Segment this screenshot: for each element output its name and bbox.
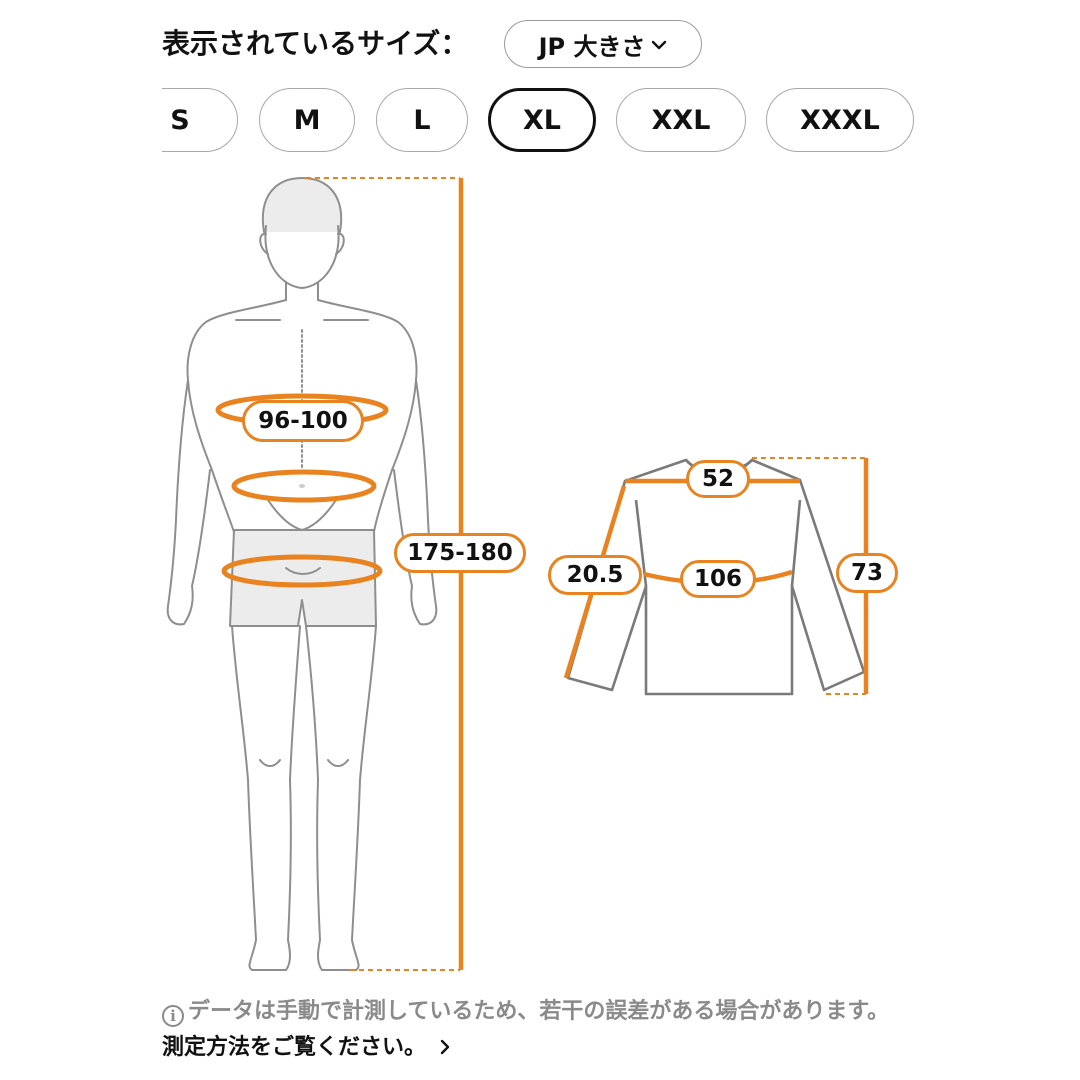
body-figure	[166, 177, 438, 971]
displayed-size-label: 表示されているサイズ：	[162, 27, 469, 60]
garment-shoulder-measurement: 52	[686, 460, 750, 498]
size-option-xxxl[interactable]: XXXL	[766, 88, 914, 152]
garment-sleeve-measurement: 20.5	[548, 555, 642, 595]
chevron-right-icon	[440, 1039, 449, 1055]
measurement-method-link[interactable]: 測定方法をご覧ください。	[162, 1035, 452, 1060]
size-unit-dropdown[interactable]: JP 大きさ	[504, 20, 702, 68]
size-unit-value: JP 大きさ	[538, 32, 646, 61]
body-chest-measurement: 96-100	[242, 400, 364, 442]
garment-length-measurement: 73	[836, 553, 898, 593]
size-option-xxl[interactable]: XXL	[616, 88, 746, 152]
size-option-xl[interactable]: XL	[488, 88, 596, 152]
body-height-measurement: 175-180	[394, 533, 526, 573]
measurement-note-text: データは手動で計測しているため、若干の誤差がある場合があります。	[188, 999, 890, 1024]
info-icon: i	[162, 1005, 184, 1027]
size-option-s[interactable]: S	[162, 88, 238, 152]
size-option-l[interactable]: L	[376, 88, 468, 152]
size-selector: S M L XL XXL XXXL	[162, 88, 1080, 154]
garment-chest-measurement: 106	[680, 560, 756, 598]
size-option-m[interactable]: M	[259, 88, 355, 152]
chevron-down-icon	[652, 40, 667, 50]
measurement-method-link-text: 測定方法をご覧ください。	[162, 1035, 427, 1060]
